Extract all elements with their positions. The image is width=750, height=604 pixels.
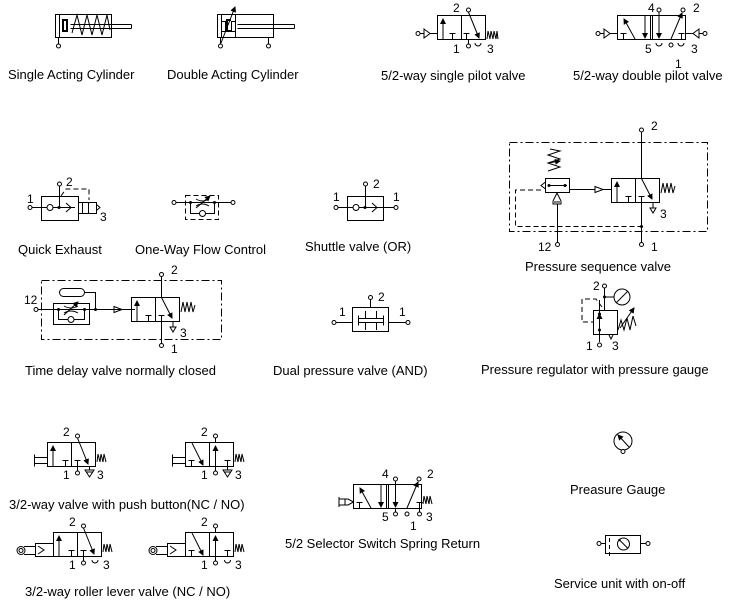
pressure-regulator-symbol: 2 1 3 [581,279,637,353]
port-label: 3 [660,207,667,221]
single-pilot-valve-symbol: 2 1 3 [415,1,499,56]
port-label: 2 [378,290,385,304]
port-label: 2 [171,263,178,277]
port-label: 1 [333,190,340,204]
port-label: 2 [201,515,208,529]
port-label: 1 [453,42,460,56]
port-label: 2 [69,515,76,529]
port-label: 1 [171,342,178,356]
pressure-regulator-label: Pressure regulator with pressure gauge [481,362,709,377]
pressure-gauge-symbol [613,431,633,454]
double-pilot-valve-label: 5/2-way double pilot valve [573,68,723,83]
single-pilot-valve-label: 5/2-way single pilot valve [381,68,526,83]
port-label: 1 [586,339,593,353]
quick-exhaust-label: Quick Exhaust [18,242,102,257]
single-acting-cylinder-label: Single Acting Cylinder [8,67,135,82]
double-pilot-valve-symbol: 4 2 5 3 1 [595,1,708,71]
port-label: 1 [69,558,76,572]
port-label: 2 [66,175,73,189]
port-label: 2 [651,119,658,133]
port-label: 1 [63,468,70,482]
port-label: 2 [693,1,700,15]
port-label: 1 [651,240,658,254]
port-label: 3 [235,468,242,482]
pressure-gauge-label: Preasure Gauge [570,482,665,497]
port-label: 2 [593,279,600,293]
port-label: 3 [235,558,242,572]
port-label: 3 [691,42,698,56]
shuttle-valve-label: Shuttle valve (OR) [305,239,411,254]
push-button-valve-nc-symbol: 2 1 3 [34,425,107,482]
port-label: 1 [201,468,208,482]
port-label: 2 [373,177,380,191]
push-button-valve-no-symbol: 2 1 3 [172,425,245,482]
port-label: 3 [180,326,187,340]
port-label: 2 [201,425,208,439]
selector-switch-label: 5/2 Selector Switch Spring Return [285,536,480,551]
one-way-flow-control-symbol [171,195,236,220]
roller-lever-valve-label: 3/2-way roller lever valve (NC / NO) [25,584,230,599]
port-label: 3 [487,42,494,56]
port-label: 12 [24,293,38,307]
port-label: 3 [426,510,433,524]
double-acting-cylinder-label: Double Acting Cylinder [167,67,299,82]
port-label: 3 [100,210,107,224]
port-label: 12 [538,240,552,254]
port-label: 5 [645,42,652,56]
port-label: 2 [453,1,460,15]
port-label: 3 [97,468,104,482]
port-label: 3 [103,558,110,572]
dual-pressure-valve-symbol: 1 2 1 [331,290,411,332]
time-delay-valve-label: Time delay valve normally closed [25,363,216,378]
service-unit-label: Service unit with on-off [554,576,686,591]
selector-switch-symbol: 4 2 5 1 3 [338,467,434,533]
push-button-valve-label: 3/2-way valve with push button(NC / NO) [9,497,245,512]
port-label: 5 [382,510,389,524]
time-delay-valve-symbol: 12 2 3 1 [24,263,222,356]
port-label: 1 [339,305,346,319]
dual-pressure-valve-label: Dual pressure valve (AND) [273,363,428,378]
port-label: 1 [399,305,406,319]
port-label: 1 [410,519,417,533]
pressure-sequence-valve-label: Pressure sequence valve [525,259,671,274]
port-label: 4 [382,467,389,481]
port-label: 1 [675,57,682,71]
one-way-flow-control-label: One-Way Flow Control [135,242,266,257]
port-label: 2 [427,467,434,481]
port-label: 1 [393,190,400,204]
service-unit-symbol [596,535,651,558]
roller-lever-valve-no-symbol: 2 1 3 [148,515,245,572]
quick-exhaust-symbol: 1 2 3 [27,175,107,224]
double-acting-cylinder-symbol [217,6,295,49]
port-label: 1 [201,558,208,572]
roller-lever-valve-nc-symbol: 2 1 3 [16,515,113,572]
port-label: 2 [63,425,70,439]
port-label: 3 [612,339,619,353]
port-label: 4 [648,1,655,15]
pressure-sequence-valve-symbol: 2 3 12 1 [509,119,708,254]
port-label: 1 [27,192,34,206]
single-acting-cylinder-symbol [55,13,132,49]
shuttle-valve-symbol: 1 2 1 [333,177,400,221]
